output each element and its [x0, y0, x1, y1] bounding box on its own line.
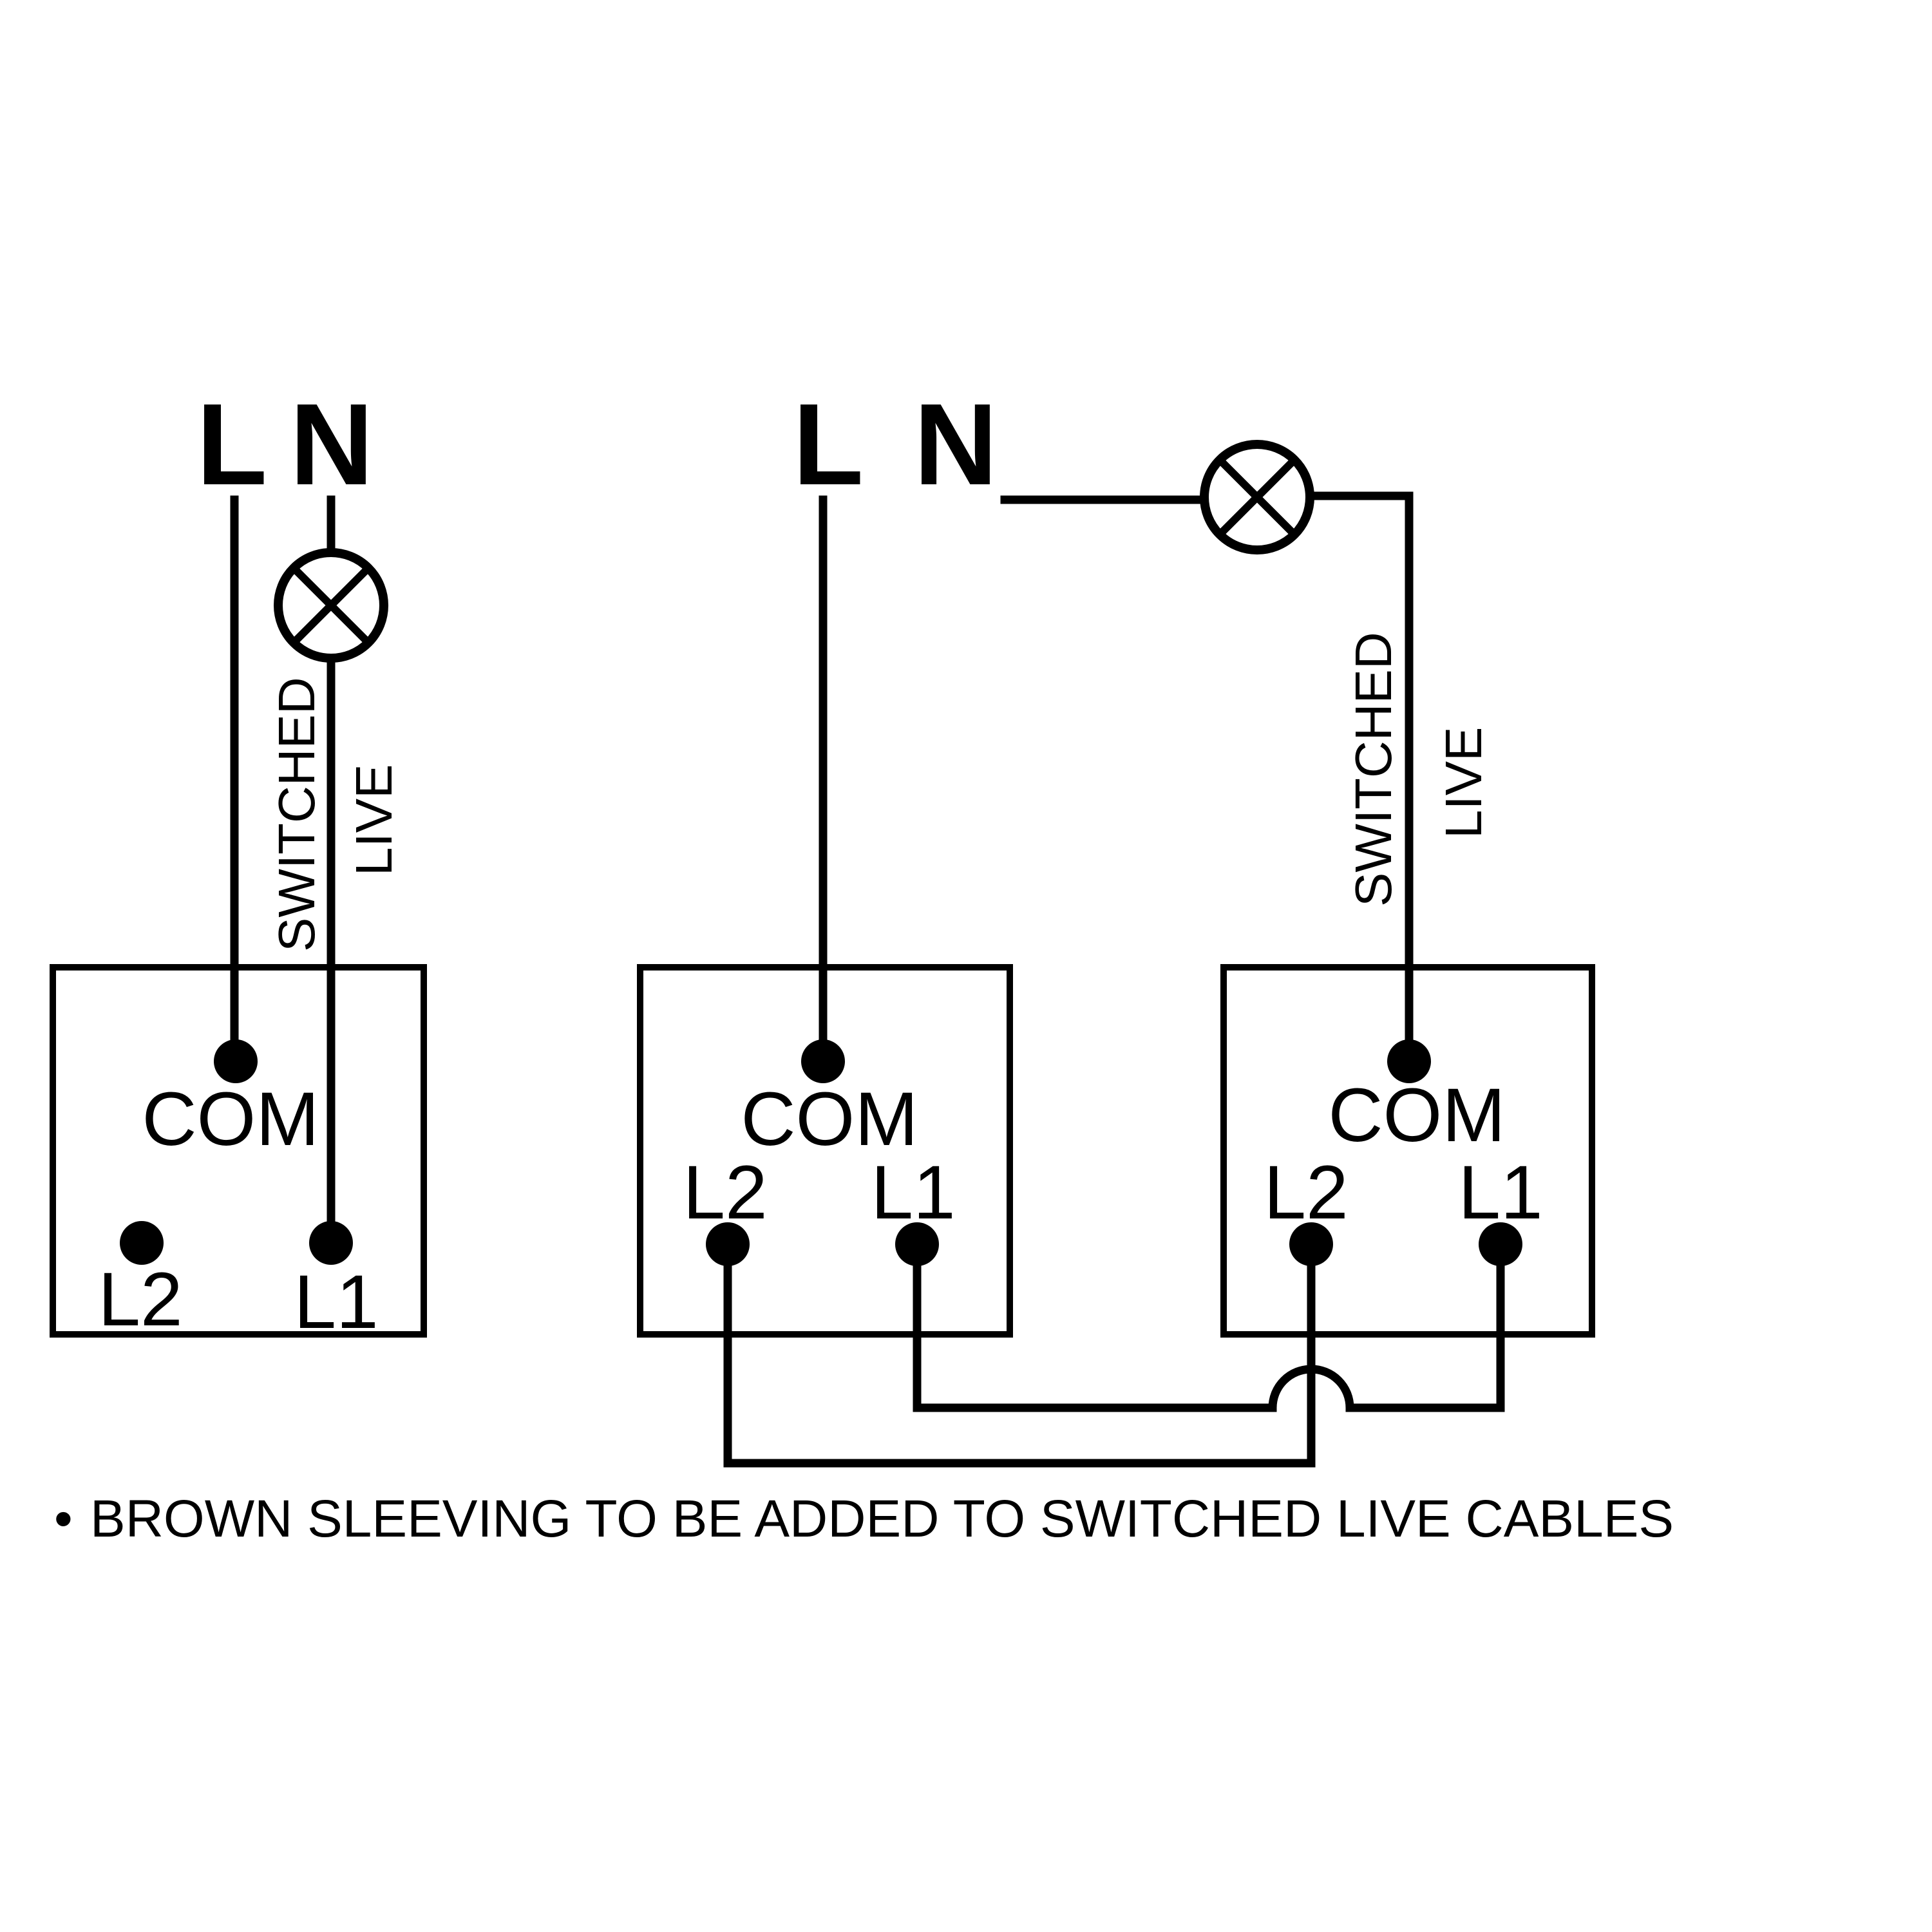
switched-live-wire-right	[1307, 491, 1414, 1066]
lamp-icon	[1200, 440, 1314, 554]
l1-terminal-icon	[309, 1221, 353, 1265]
note-text: BROWN SLEEVING TO BE ADDED TO SWITCHED L…	[90, 1490, 1674, 1548]
strapper-wire-l2	[723, 1240, 1316, 1468]
one-way-circuit: L N SWITCHED LIVE COM L2 L1	[50, 380, 427, 1345]
com-terminal-icon	[1387, 1039, 1431, 1083]
l1-label: L1	[871, 1150, 955, 1235]
footnote: • BROWN SLEEVING TO BE ADDED TO SWITCHED…	[54, 1490, 1674, 1548]
live-label-left: LIVE	[345, 764, 402, 876]
l1-label: L1	[294, 1260, 378, 1345]
com-label: COM	[741, 1077, 918, 1162]
l1-label: L1	[1458, 1150, 1542, 1235]
strapper-wire-l1	[913, 1240, 1505, 1412]
two-way-switch-b-box	[1220, 964, 1595, 1338]
two-way-switch-a-box	[637, 964, 1013, 1338]
two-way-circuit: L N SWITCHED LIVE COM L2 L1 COM L2 L1	[637, 380, 1595, 1468]
supply-neutral-label-left: N	[290, 380, 374, 509]
com-terminal-icon	[214, 1039, 258, 1083]
switched-label-right: SWITCHED	[1345, 632, 1402, 907]
lamp-icon	[274, 548, 388, 663]
one-way-switch-box	[50, 964, 427, 1338]
note-bullet: •	[54, 1490, 73, 1548]
com-terminal-icon	[801, 1039, 845, 1083]
l2-label: L2	[98, 1257, 182, 1342]
switched-label-left: SWITCHED	[268, 677, 325, 952]
supply-neutral-label-right: N	[914, 380, 998, 509]
live-label-right: LIVE	[1435, 727, 1492, 838]
com-label: COM	[1328, 1073, 1505, 1158]
l2-terminal-icon	[120, 1221, 164, 1265]
l2-label: L2	[683, 1150, 767, 1235]
supply-live-label-left: L	[196, 380, 267, 509]
supply-live-label-right: L	[793, 380, 864, 509]
com-label: COM	[142, 1077, 319, 1162]
l2-label: L2	[1264, 1150, 1348, 1235]
